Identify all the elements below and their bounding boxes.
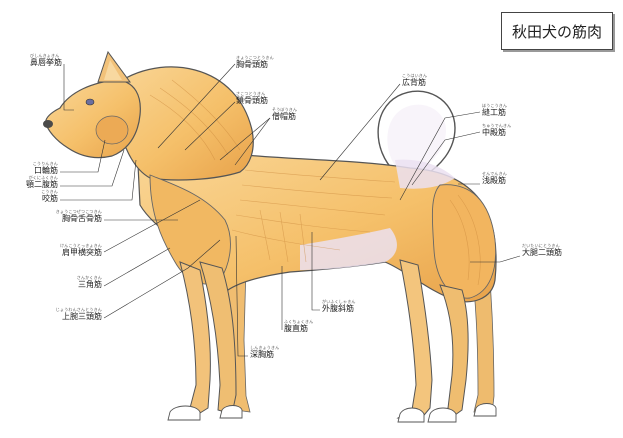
label-shinkyokin: しんきょうきん 深胸筋 xyxy=(250,346,279,359)
label-kyokotsutoukin: きょうこつとうきん 胸骨頭筋 xyxy=(236,56,274,69)
label-fukuchokin: ふくちょくきん 腹直筋 xyxy=(284,320,313,333)
label-chudenkin: ちゅうでんきん 中殿筋 xyxy=(482,124,511,137)
label-gaifukushakin: がいふくしゃきん 外腹斜筋 xyxy=(322,300,356,313)
muscle-name: 胸骨頭筋 xyxy=(236,61,274,69)
muscle-name: 僧帽筋 xyxy=(272,113,297,121)
muscle-name: 肩甲横突筋 xyxy=(40,249,102,257)
muscle-name: 胸骨舌骨筋 xyxy=(40,215,102,223)
thigh xyxy=(432,185,495,298)
label-kyokotsuzetsukotsukin: きょうこつぜつこつきん 胸骨舌骨筋 xyxy=(40,210,102,223)
muscle-name: 大腿二頭筋 xyxy=(522,249,562,257)
label-koukin: こうきん 咬筋 xyxy=(14,190,58,203)
head xyxy=(46,80,141,158)
muscle-name: 縫工筋 xyxy=(482,109,507,117)
muscle-name: 三角筋 xyxy=(40,281,102,289)
muscle-name: 広背筋 xyxy=(402,79,427,87)
label-sendenkin: せんでんきん 浅殿筋 xyxy=(482,172,507,185)
muscle-name: 鼻唇挙筋 xyxy=(30,59,62,67)
label-sobokin: そうぼうきん 僧帽筋 xyxy=(272,108,297,121)
muscle-name: 浅殿筋 xyxy=(482,177,507,185)
chart-title: 秋田犬の筋肉 xyxy=(501,12,613,50)
muscle-name: 顎二腹筋 xyxy=(8,181,58,189)
label-kourinkin: こうりんきん 口輪筋 xyxy=(14,162,58,175)
muscle-name: 上腕三頭筋 xyxy=(40,313,102,321)
muscle-name: 口輪筋 xyxy=(14,167,58,175)
label-bishikyokin: びしんきょきん 鼻唇挙筋 xyxy=(30,54,62,67)
label-chokokin: ほうこうきん 縫工筋 xyxy=(482,104,507,117)
masseter xyxy=(96,116,128,144)
label-gakunifukukin: がくにふくきん 顎二腹筋 xyxy=(8,176,58,189)
nose xyxy=(43,120,53,128)
label-kenkoutokkikin: けんこうとっきょきん 肩甲横突筋 xyxy=(40,244,102,257)
label-kohaikin: こうはいきん 広背筋 xyxy=(402,74,427,87)
muscle-name: 咬筋 xyxy=(14,195,58,203)
eye xyxy=(86,99,94,105)
label-sankakukin: さんかくきん 三角筋 xyxy=(40,276,102,289)
muscle-name: 深胸筋 xyxy=(250,351,279,359)
near-hindleg xyxy=(430,285,468,420)
muscle-name: 外腹斜筋 xyxy=(322,305,356,313)
chart-title-text: 秋田犬の筋肉 xyxy=(512,21,602,42)
muscle-name: 中殿筋 xyxy=(482,129,511,137)
label-sakotsutoukin: さこつとうきん 鎖骨頭筋 xyxy=(236,92,268,105)
muscle-name: 鎖骨頭筋 xyxy=(236,97,268,105)
label-dainitoukin: だいたいにとうきん 大腿二頭筋 xyxy=(522,244,562,257)
near-foreleg xyxy=(170,262,210,418)
muscle-name: 腹直筋 xyxy=(284,325,313,333)
label-jowansantoukin: じょうわんさんとうきん 上腕三頭筋 xyxy=(40,308,102,321)
